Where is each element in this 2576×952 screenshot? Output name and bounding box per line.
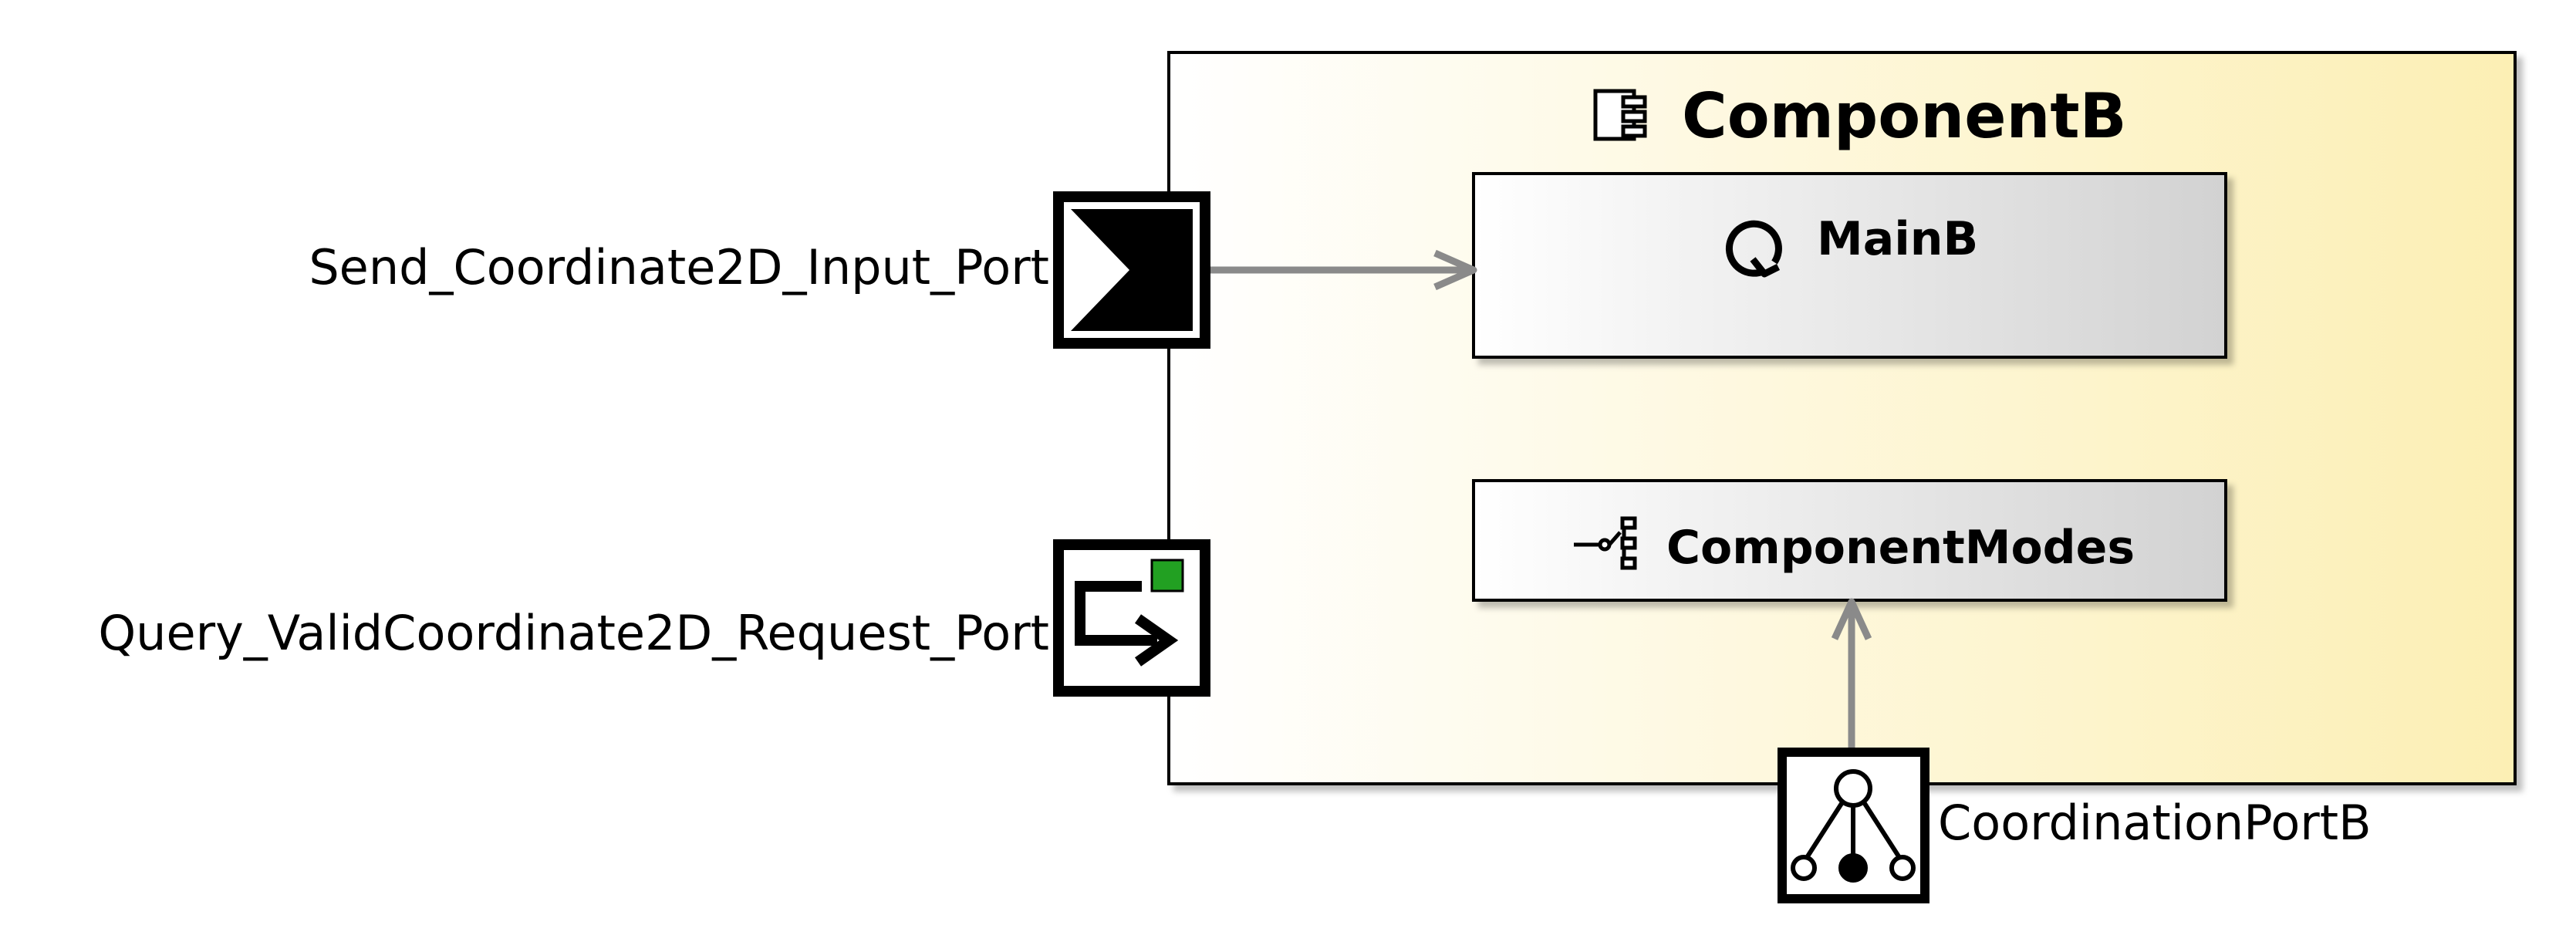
component-modes-label: ComponentModes [1666, 521, 2135, 575]
modes-icon [1574, 516, 1637, 570]
connector-input-to-main [1206, 249, 1477, 291]
port-query-validcoordinate2d-request[interactable]: Query_ValidCoordinate2D_Request_Port [98, 539, 1210, 697]
part-component-modes[interactable]: ComponentModes [1472, 479, 2227, 602]
coordination-port-label: CoordinationPortB [1938, 795, 2372, 851]
connector-coordination-to-modes [1831, 598, 1872, 752]
request-port-accent [1150, 559, 1184, 592]
input-port-label: Send_Coordinate2D_Input_Port [309, 239, 1049, 295]
request-arrow-icon [1075, 581, 1179, 667]
main-b-label: MainB [1817, 212, 1978, 266]
part-main-b[interactable]: MainB [1472, 172, 2227, 359]
port-send-coordinate2d-input[interactable]: Send_Coordinate2D_Input_Port [309, 191, 1210, 349]
component-title: ComponentB [1682, 80, 2127, 152]
port-coordination-b[interactable]: CoordinationPortB [1778, 748, 2372, 903]
coordination-tree-icon [1791, 769, 1916, 883]
component-modes-box [1472, 479, 2227, 602]
main-b-box [1472, 172, 2227, 359]
component-icon [1593, 89, 1647, 141]
component-b[interactable]: ComponentB [1167, 51, 2517, 785]
event-input-arrow [1071, 209, 1193, 331]
request-port-label: Query_ValidCoordinate2D_Request_Port [98, 605, 1049, 661]
cycle-icon [1725, 220, 1782, 278]
component-body [1167, 51, 2517, 785]
